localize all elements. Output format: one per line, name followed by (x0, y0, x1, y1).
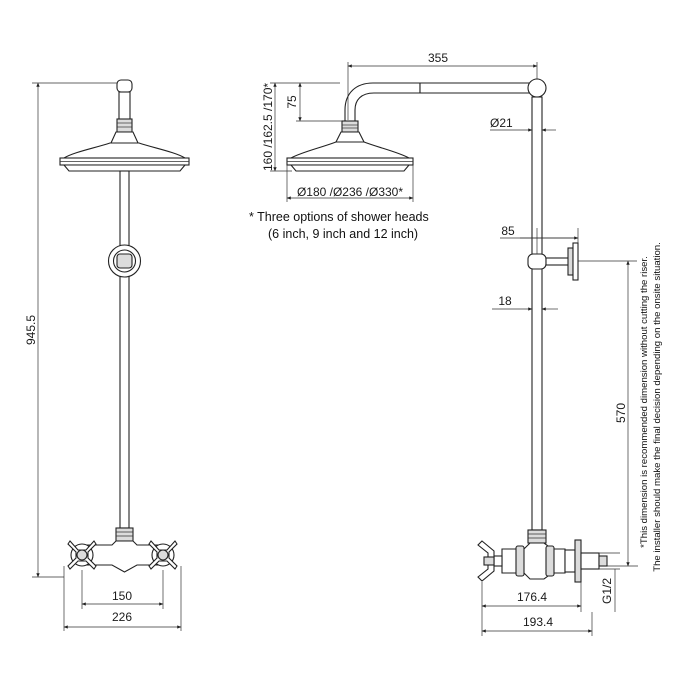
riser-height-label: 570 (614, 403, 628, 423)
valve-centers-label: 150 (112, 589, 132, 603)
head-diameter-dimension: Ø180 /Ø236 /Ø330* (286, 165, 414, 202)
right-cross-handle (148, 540, 178, 570)
head-drop-dimension: 75 (285, 82, 342, 122)
total-height-label: 945.5 (24, 315, 38, 345)
head-diameter-label: Ø180 /Ø236 /Ø330* (297, 185, 403, 199)
riser-offset-label: 18 (498, 294, 512, 308)
front-view: 945.5 (24, 79, 190, 631)
overall-depth-dimension: 193.4 (481, 612, 593, 636)
front-riser-bracket (107, 244, 142, 278)
side-view: 355 Ø21 85 (347, 51, 663, 636)
inlet-thread-dimension: G1/2 (599, 552, 620, 612)
riser-offset-dimension: 18 (492, 294, 558, 311)
inlet-thread-label: G1/2 (600, 578, 614, 604)
valve-centers-dimension: 150 (81, 570, 164, 609)
riser-height-dimension: 570 (605, 260, 638, 567)
head-detail-view: 160 /162.5 /170* 75 Ø180 /Ø236 /Ø330* * … (249, 82, 429, 241)
shower-heads-note-line1: * Three options of shower heads (249, 210, 429, 224)
head-height-dimension: 160 /162.5 /170* (261, 82, 340, 172)
valve-depth-dimension: 176.4 (481, 582, 582, 636)
bracket-projection-dimension: 85 (500, 224, 579, 254)
riser-diameter-dimension: Ø21 (490, 116, 556, 132)
riser-note-line2: The installer should make the final deci… (652, 242, 663, 572)
left-cross-handle (67, 540, 97, 570)
valve-width-dimension: 226 (63, 566, 182, 631)
riser-note-line1: *This dimension is recommended dimension… (639, 256, 650, 548)
valve-width-label: 226 (112, 610, 132, 624)
front-arm-elbow (110, 79, 139, 144)
overall-depth-label: 193.4 (523, 615, 553, 629)
head-drop-label: 75 (285, 95, 299, 109)
head-height-label: 160 /162.5 /170* (261, 83, 275, 171)
valve-depth-label: 176.4 (517, 590, 547, 604)
total-height-dimension: 945.5 (24, 82, 118, 578)
arm-reach-dimension: 355 (347, 51, 538, 120)
bracket-projection-label: 85 (501, 224, 515, 238)
arm-reach-label: 355 (428, 51, 448, 65)
front-valve (67, 527, 178, 573)
front-riser (119, 170, 130, 529)
riser-diameter-label: Ø21 (490, 116, 513, 130)
front-shower-head (59, 142, 190, 172)
shower-heads-note-line2: (6 inch, 9 inch and 12 inch) (268, 227, 418, 241)
side-valve (477, 529, 608, 583)
